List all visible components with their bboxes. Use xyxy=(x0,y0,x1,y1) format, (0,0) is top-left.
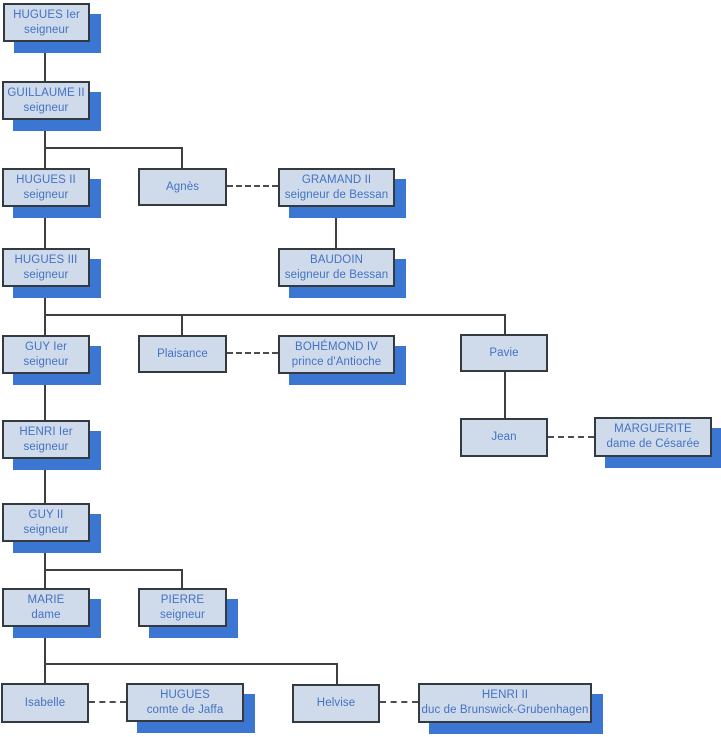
connector-guy2-trunk xyxy=(44,542,46,588)
person-title: dame de Césarée xyxy=(606,438,700,450)
marriage-agnes-gramand2 xyxy=(227,185,278,187)
connector-drop-plaisance xyxy=(181,314,183,335)
node-hugues-jaffa[interactable]: HUGUES comte de Jaffa xyxy=(126,683,244,722)
person-name: Jean xyxy=(491,431,517,443)
node-hugues-ii[interactable]: HUGUES II seigneur xyxy=(2,168,90,207)
marriage-plaisance-bohemond4 xyxy=(227,352,278,354)
node-hugues-ier[interactable]: HUGUES Ier seigneur xyxy=(3,3,90,42)
node-guy-ier[interactable]: GUY Ier seigneur xyxy=(2,335,90,374)
person-name: HUGUES II xyxy=(16,173,76,186)
node-baudoin[interactable]: BAUDOIN seigneur de Bessan xyxy=(278,248,395,287)
person-name: PIERRE xyxy=(160,593,205,606)
node-marguerite[interactable]: MARGUERITE dame de Césarée xyxy=(594,417,712,457)
connector-branch-helvise xyxy=(44,663,338,665)
person-name: MARGUERITE xyxy=(614,423,692,435)
node-isabelle[interactable]: Isabelle xyxy=(1,683,89,723)
node-helvise[interactable]: Helvise xyxy=(292,684,380,723)
node-henri-ii[interactable]: HENRI II duc de Brunswick-Grubenhagen xyxy=(418,683,592,723)
person-title: seigneur de Bessan xyxy=(284,268,389,281)
node-jean[interactable]: Jean xyxy=(460,418,548,457)
node-guillaume-ii[interactable]: GUILLAUME II seigneur xyxy=(2,81,90,120)
connector-hugues2-hugues3 xyxy=(44,207,46,248)
person-title: seigneur xyxy=(23,188,69,201)
node-gramand-ii[interactable]: GRAMAND II seigneur de Bessan xyxy=(278,168,395,207)
connector-branch-pierre xyxy=(44,569,183,571)
person-name: GUILLAUME II xyxy=(7,86,85,99)
node-guy-ii[interactable]: GUY II seigneur xyxy=(2,503,90,542)
person-name: Plaisance xyxy=(157,347,208,360)
node-marie[interactable]: MARIE dame xyxy=(2,588,90,627)
marriage-helvise-henri2 xyxy=(380,701,418,703)
person-title: seigneur xyxy=(23,268,69,281)
person-name: HUGUES xyxy=(160,688,210,701)
person-name: BAUDOIN xyxy=(309,253,364,266)
person-title: dame xyxy=(31,608,61,621)
node-plaisance[interactable]: Plaisance xyxy=(138,335,227,373)
person-name: HENRI Ier xyxy=(19,425,73,438)
person-name: GUY II xyxy=(28,508,64,521)
person-name: HENRI II xyxy=(481,689,529,701)
node-bohemond-iv[interactable]: BOHÉMOND IV prince d'Antioche xyxy=(278,335,395,374)
person-name: Pavie xyxy=(489,346,519,359)
connector-drop-agnes xyxy=(181,147,183,168)
person-title: comte de Jaffa xyxy=(146,703,224,716)
node-hugues-iii[interactable]: HUGUES III seigneur xyxy=(2,248,90,287)
node-henri-ier[interactable]: HENRI Ier seigneur xyxy=(2,420,90,459)
person-name: HUGUES Ier xyxy=(13,8,80,21)
connector-henri1-guy2 xyxy=(44,459,46,503)
connector-hugues1-guillaume2 xyxy=(44,42,46,81)
marriage-jean-marguerite xyxy=(548,436,594,438)
person-name: BOHÉMOND IV xyxy=(295,340,378,353)
connector-guy1-henri1 xyxy=(44,374,46,420)
connector-gramand2-baudoin xyxy=(335,207,337,248)
person-name: Agnès xyxy=(165,180,200,193)
connector-branch-agnes xyxy=(44,147,183,149)
node-pierre[interactable]: PIERRE seigneur xyxy=(138,588,227,627)
connector-branch-gen4 xyxy=(44,314,506,316)
person-title: seigneur de Bessan xyxy=(284,188,389,201)
connector-hugues3-trunk xyxy=(44,287,46,335)
person-name: GRAMAND II xyxy=(301,173,372,186)
person-name: Helvise xyxy=(316,697,356,709)
connector-drop-helvise xyxy=(336,663,338,684)
connector-marie-trunk xyxy=(44,627,46,684)
person-title: seigneur xyxy=(160,608,205,621)
person-title: seigneur xyxy=(24,23,69,36)
person-name: GUY Ier xyxy=(24,340,68,353)
person-title: seigneur xyxy=(23,523,69,536)
person-name: HUGUES III xyxy=(14,253,78,266)
person-title: seigneur xyxy=(23,355,69,368)
person-title: seigneur xyxy=(23,101,69,114)
node-pavie[interactable]: Pavie xyxy=(460,334,548,372)
connector-guillaume2-trunk xyxy=(44,120,46,168)
connector-drop-pierre xyxy=(181,569,183,588)
person-name: MARIE xyxy=(27,593,65,606)
person-title: seigneur xyxy=(23,440,69,453)
person-title: prince d'Antioche xyxy=(291,355,382,368)
marriage-isabelle-hugues xyxy=(89,701,126,703)
connector-drop-pavie xyxy=(504,314,506,334)
connector-pavie-jean xyxy=(504,372,506,418)
person-name: Isabelle xyxy=(24,696,66,709)
node-agnes[interactable]: Agnès xyxy=(138,168,227,206)
person-title: duc de Brunswick-Grubenhagen xyxy=(421,704,589,716)
